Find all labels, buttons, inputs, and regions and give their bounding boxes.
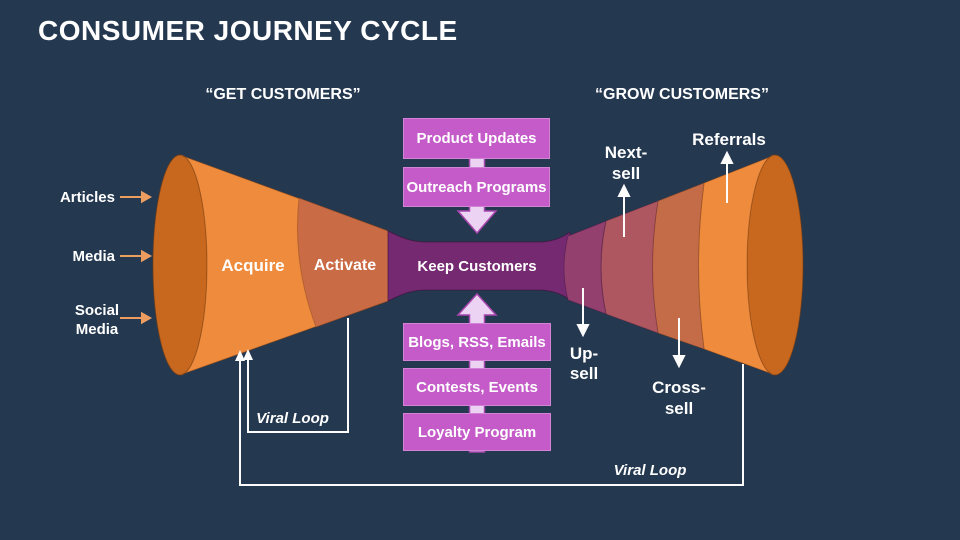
input-label-media: Media — [72, 248, 115, 265]
label-referrals: Referrals — [692, 130, 766, 149]
input-arrows — [120, 190, 153, 325]
page-title: CONSUMER JOURNEY CYCLE — [38, 15, 458, 46]
box-outreach-programs: Outreach Programs — [403, 167, 550, 207]
grow-customers-header: “GROW CUSTOMERS” — [595, 86, 769, 103]
viral-loop-left-arrowhead — [243, 349, 253, 360]
box-product-updates: Product Updates — [403, 118, 550, 159]
segment-label-keep-customers: Keep Customers — [417, 258, 537, 275]
social-media-line1: Social — [74, 302, 120, 319]
viral-loop-right-arrowhead — [235, 350, 245, 361]
segment-up-sell — [563, 220, 607, 315]
next-sell-line1: Next- — [604, 143, 648, 162]
box-loyalty-program: Loyalty Program — [403, 413, 551, 451]
referrals-arrowhead — [720, 150, 734, 164]
label-next-sell: Next- sell — [576, 142, 676, 184]
segment-referrals — [698, 154, 776, 376]
viral-loop-right-path — [239, 358, 744, 486]
viral-loop-left-label: Viral Loop — [256, 410, 329, 427]
input-label-social-media: Social Media — [52, 301, 142, 339]
cross-sell-line1: Cross- — [652, 378, 706, 397]
viral-loop-right-label: Viral Loop — [613, 462, 687, 479]
cross-sell-line2: sell — [664, 399, 694, 418]
media-arrowhead — [141, 249, 153, 263]
box-contests-events: Contests, Events — [403, 368, 551, 406]
next-sell-arrowhead — [617, 183, 631, 197]
get-customers-header: “GET CUSTOMERS” — [205, 86, 361, 103]
label-cross-sell: Cross- sell — [629, 377, 729, 419]
segment-next-sell — [600, 200, 659, 334]
social-media-arrowhead — [141, 311, 153, 325]
segment-label-acquire: Acquire — [221, 256, 285, 275]
input-label-articles: Articles — [59, 189, 115, 206]
segment-activate — [296, 197, 389, 328]
segment-label-activate: Activate — [313, 257, 377, 274]
up-sell-line1: Up- — [569, 344, 599, 363]
left-funnel-body-acquire — [179, 154, 389, 376]
next-sell-line2: sell — [611, 164, 641, 183]
articles-arrowhead — [141, 190, 153, 204]
up-sell-arrowhead — [576, 324, 590, 338]
segment-cross-sell — [652, 182, 705, 350]
box-blogs-rss-emails: Blogs, RSS, Emails — [403, 323, 551, 361]
cross-sell-arrowhead — [672, 355, 686, 369]
label-up-sell: Up- sell — [534, 344, 634, 384]
social-media-line2: Media — [75, 321, 119, 338]
viral-loop-left-path — [247, 318, 349, 433]
grow-arrows — [576, 150, 734, 369]
viral-loops — [239, 318, 744, 486]
up-sell-line2: sell — [569, 364, 599, 383]
